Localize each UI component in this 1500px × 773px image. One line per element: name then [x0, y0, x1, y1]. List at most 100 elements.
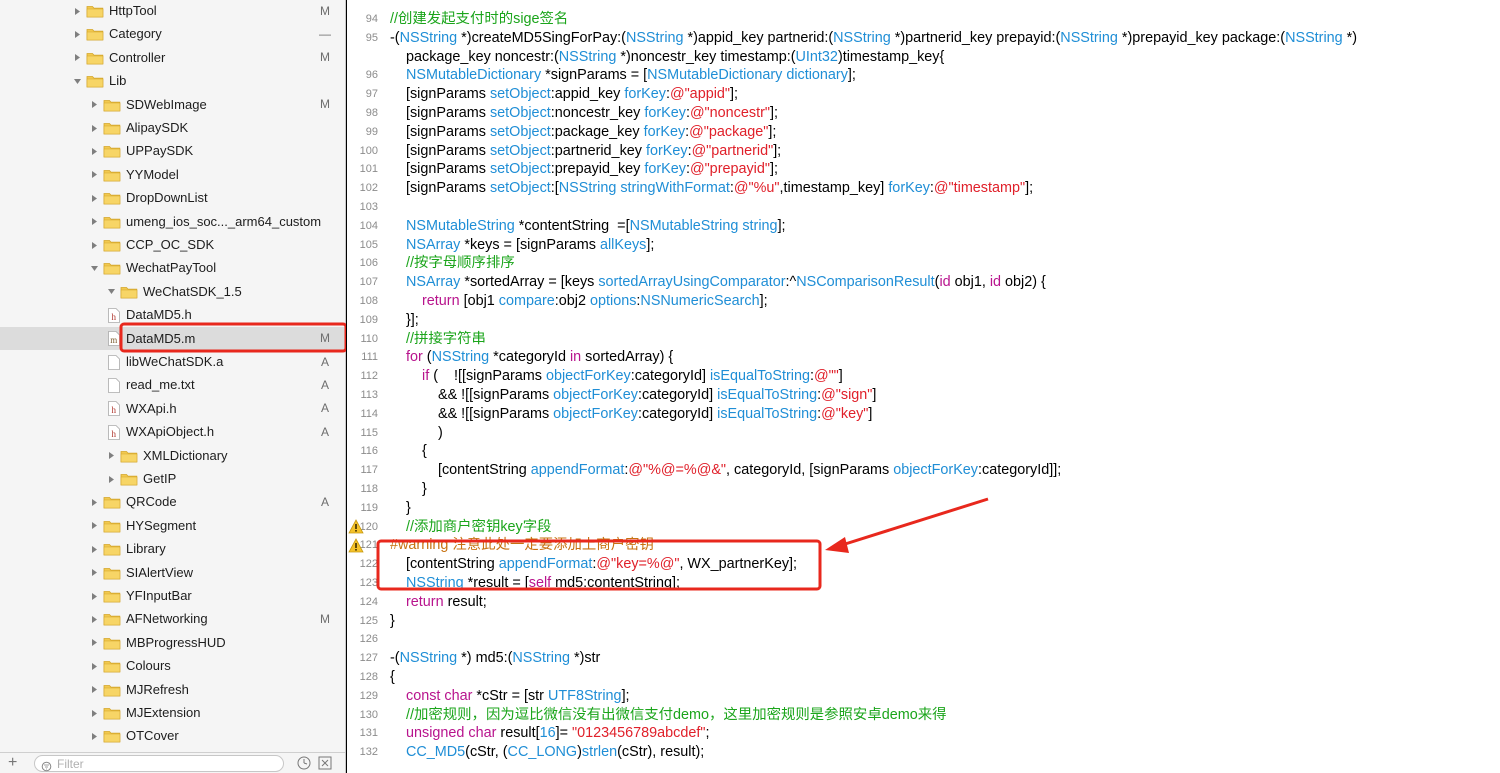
disclosure-closed-icon[interactable] — [89, 193, 99, 203]
code-line[interactable]: [signParams setObject:appid_key forKey:@… — [390, 85, 738, 104]
warning-icon[interactable] — [348, 538, 364, 553]
disclosure-closed-icon[interactable] — [89, 544, 99, 554]
navigator-item-wechatsdk[interactable]: WeChatSDK_1.5 — [0, 280, 345, 303]
disclosure-closed-icon[interactable] — [89, 217, 99, 227]
code-line[interactable]: return [obj1 compare:obj2 options:NSNume… — [390, 292, 768, 311]
disclosure-closed-icon[interactable] — [89, 591, 99, 601]
code-line[interactable]: [signParams setObject:[NSString stringWi… — [390, 179, 1033, 198]
code-line[interactable]: return result; — [390, 593, 487, 612]
disclosure-closed-icon[interactable] — [72, 29, 82, 39]
code-line[interactable]: && ![[signParams objectForKey:categoryId… — [390, 405, 872, 424]
code-line[interactable]: -(NSString *) md5:(NSString *)str — [390, 649, 600, 668]
disclosure-closed-icon[interactable] — [89, 100, 99, 110]
disclosure-closed-icon[interactable] — [106, 451, 116, 461]
code-line[interactable]: //添加商户密钥key字段 — [390, 518, 552, 537]
code-line[interactable]: { — [390, 442, 427, 461]
disclosure-closed-icon[interactable] — [89, 123, 99, 133]
disclosure-closed-icon[interactable] — [89, 170, 99, 180]
code-line[interactable]: { — [390, 668, 395, 687]
disclosure-closed-icon[interactable] — [89, 240, 99, 250]
code-line[interactable]: //创建发起支付时的sige签名 — [390, 10, 568, 29]
scm-filter-icon[interactable] — [318, 756, 332, 773]
add-button[interactable]: + — [8, 754, 18, 771]
disclosure-open-icon[interactable] — [72, 76, 82, 86]
navigator-item-ccp-oc-sdk[interactable]: CCP_OC_SDK — [0, 234, 345, 257]
navigator-item-mjextension[interactable]: MJExtension — [0, 702, 345, 725]
disclosure-closed-icon[interactable] — [89, 708, 99, 718]
navigator-item-category[interactable]: Category— — [0, 23, 345, 46]
navigator-item-hysegment[interactable]: HYSegment — [0, 514, 345, 537]
navigator-item-lib[interactable]: Lib — [0, 70, 345, 93]
navigator-item-otcover[interactable]: OTCover — [0, 725, 345, 748]
navigator-item-mjrefresh[interactable]: MJRefresh — [0, 678, 345, 701]
disclosure-closed-icon[interactable] — [89, 685, 99, 695]
code-line[interactable]: //加密规则，因为逗比微信没有出微信支付demo，这里加密规则是参照安卓demo… — [390, 706, 947, 725]
code-line[interactable]: //按字母顺序排序 — [390, 254, 515, 273]
code-line[interactable]: [signParams setObject:prepayid_key forKe… — [390, 160, 778, 179]
code-line[interactable]: && ![[signParams objectForKey:categoryId… — [390, 386, 876, 405]
disclosure-closed-icon[interactable] — [89, 661, 99, 671]
code-line[interactable]: [signParams setObject:package_key forKey… — [390, 123, 776, 142]
navigator-item-yfinputbar[interactable]: YFInputBar — [0, 585, 345, 608]
navigator-item-getip[interactable]: GetIP — [0, 468, 345, 491]
disclosure-open-icon[interactable] — [106, 287, 116, 297]
navigator-item-uppaysdk[interactable]: UPPaySDK — [0, 140, 345, 163]
code-line[interactable]: NSArray *sortedArray = [keys sortedArray… — [390, 273, 1046, 292]
disclosure-closed-icon[interactable] — [72, 53, 82, 63]
disclosure-closed-icon[interactable] — [89, 497, 99, 507]
code-line[interactable]: } — [390, 499, 411, 518]
navigator-item-wechatpaytool[interactable]: WechatPayTool — [0, 257, 345, 280]
code-line[interactable]: -(NSString *)createMD5SingForPay:(NSStri… — [390, 29, 1357, 48]
navigator-item-sialertview[interactable]: SIAlertView — [0, 561, 345, 584]
navigator-item-alipaysdk[interactable]: AlipaySDK — [0, 117, 345, 140]
navigator-item-library[interactable]: Library — [0, 538, 345, 561]
disclosure-closed-icon[interactable] — [89, 146, 99, 156]
disclosure-closed-icon[interactable] — [106, 474, 116, 484]
navigator-item-mbprogresshud[interactable]: MBProgressHUD — [0, 631, 345, 654]
disclosure-closed-icon[interactable] — [89, 638, 99, 648]
code-line[interactable]: #warning 注意此处一定要添加上商户密钥 — [390, 536, 654, 555]
disclosure-closed-icon[interactable] — [72, 6, 82, 16]
code-line[interactable]: if ( ![[signParams objectForKey:category… — [390, 367, 843, 386]
recent-files-icon[interactable] — [297, 756, 311, 773]
code-line[interactable]: }]; — [390, 311, 419, 330]
disclosure-closed-icon[interactable] — [89, 521, 99, 531]
code-line[interactable]: NSString *result = [self md5:contentStri… — [390, 574, 680, 593]
code-line[interactable]: const char *cStr = [str UTF8String]; — [390, 687, 630, 706]
disclosure-closed-icon[interactable] — [89, 614, 99, 624]
disclosure-closed-icon[interactable] — [89, 568, 99, 578]
code-line[interactable]: package_key noncestr:(NSString *)noncest… — [390, 48, 944, 67]
disclosure-closed-icon[interactable] — [89, 731, 99, 741]
code-line[interactable]: CC_MD5(cStr, (CC_LONG)strlen(cStr), resu… — [390, 743, 704, 762]
code-line[interactable]: [contentString appendFormat:@"%@=%@&", c… — [390, 461, 1061, 480]
filter-field[interactable]: Filter — [34, 755, 284, 772]
code-line[interactable]: NSArray *keys = [signParams allKeys]; — [390, 236, 654, 255]
navigator-item-yymodel[interactable]: YYModel — [0, 163, 345, 186]
code-line[interactable]: ) — [390, 424, 443, 443]
code-line[interactable]: NSMutableDictionary *signParams = [NSMut… — [390, 66, 856, 85]
code-line[interactable]: unsigned char result[16]= "0123456789abc… — [390, 724, 710, 743]
navigator-item-colours[interactable]: Colours — [0, 655, 345, 678]
disclosure-open-icon[interactable] — [89, 263, 99, 273]
code-line[interactable]: [signParams setObject:noncestr_key forKe… — [390, 104, 778, 123]
code-line[interactable]: [signParams setObject:partnerid_key forK… — [390, 142, 781, 161]
code-line[interactable]: } — [390, 612, 395, 631]
navigator-item-dropdownlist[interactable]: DropDownList — [0, 187, 345, 210]
code-line[interactable]: for (NSString *categoryId in sortedArray… — [390, 348, 673, 367]
navigator-item-xmldictionary[interactable]: XMLDictionary — [0, 444, 345, 467]
code-line[interactable]: //拼接字符串 — [390, 330, 486, 349]
code-line[interactable]: [contentString appendFormat:@"key=%@", W… — [390, 555, 797, 574]
code-line[interactable]: } — [390, 480, 427, 499]
